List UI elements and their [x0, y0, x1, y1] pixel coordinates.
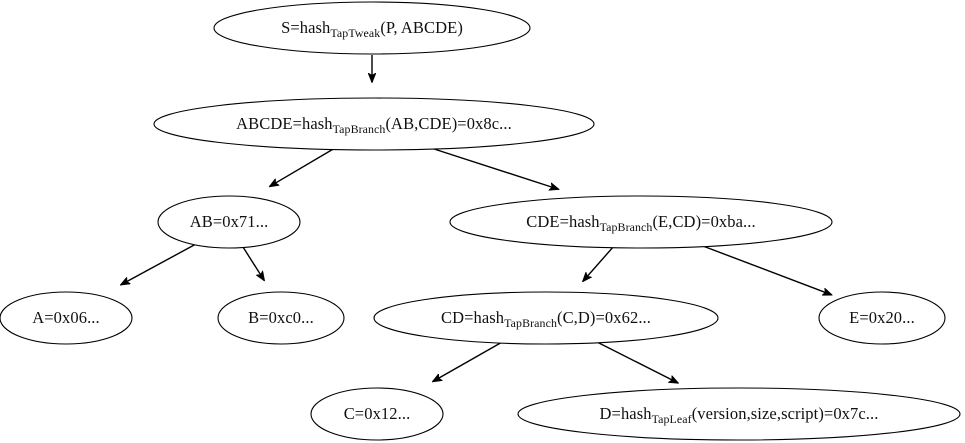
edge-line: [694, 242, 832, 295]
node-ellipse-a[interactable]: [0, 291, 133, 345]
node-ellipse-abcde[interactable]: [153, 97, 595, 151]
edge-CDE-to-CD: [583, 245, 615, 281]
node-ellipse-d[interactable]: [517, 387, 961, 441]
edge-ABCDE-to-CDE: [430, 147, 558, 189]
edge-line: [270, 147, 336, 186]
edges-layer: [121, 55, 832, 383]
edge-line: [121, 243, 197, 285]
edge-CD-to-D: [594, 340, 678, 383]
node-ellipse-c[interactable]: [310, 387, 444, 441]
node-ellipse-ab[interactable]: [157, 195, 301, 249]
edge-CD-to-C: [433, 340, 505, 382]
edge-line: [433, 340, 505, 382]
node-ellipse-s[interactable]: [213, 1, 531, 55]
node-ellipse-e[interactable]: [818, 291, 946, 345]
edge-AB-to-B: [242, 246, 264, 280]
node-ellipse-b[interactable]: [217, 291, 345, 345]
edge-AB-to-A: [121, 243, 197, 285]
node-ellipse-cd[interactable]: [373, 291, 719, 345]
edge-CDE-to-E: [694, 242, 832, 295]
edge-line: [583, 245, 615, 281]
edge-ABCDE-to-AB: [270, 147, 336, 186]
node-ellipse-cde[interactable]: [449, 195, 833, 249]
edge-line: [430, 147, 558, 189]
edge-line: [594, 340, 678, 383]
edge-line: [242, 246, 264, 280]
